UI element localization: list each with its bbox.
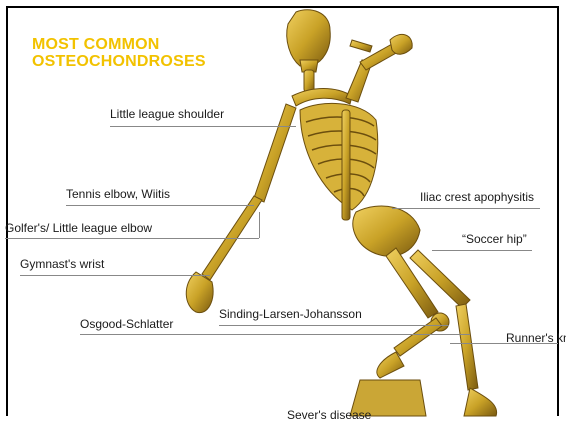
label-soccer-hip: “Soccer hip” [462,232,527,246]
leader-soccer-hip [432,250,532,251]
leader-sinding-larsen-johansson [219,325,449,326]
label-gymnasts-wrist: Gymnast's wrist [20,257,104,271]
leader-osgood-schlatter [80,334,470,335]
label-osgood-schlatter: Osgood-Schlatter [80,317,173,331]
label-severs-disease: Sever's disease [287,408,371,422]
leader-iliac-crest [392,208,540,209]
label-little-league-shoulder: Little league shoulder [110,107,224,121]
slide-title: MOST COMMON OSTEOCHONDROSES [32,36,272,70]
leader-golfers-elbow-vertical [259,212,260,238]
label-iliac-crest: Iliac crest apophysitis [420,190,534,204]
label-golfers-elbow: Golfer's/ Little league elbow [5,221,152,235]
label-tennis-elbow: Tennis elbow, Wiitis [66,187,170,201]
leader-gymnasts-wrist [20,275,210,276]
label-sinding-larsen-johansson: Sinding-Larsen-Johansson [219,307,362,321]
leader-tennis-elbow [66,205,254,206]
leader-runners-knee [450,343,558,344]
leader-golfers-elbow [5,238,259,239]
leader-little-league-shoulder [110,126,296,127]
